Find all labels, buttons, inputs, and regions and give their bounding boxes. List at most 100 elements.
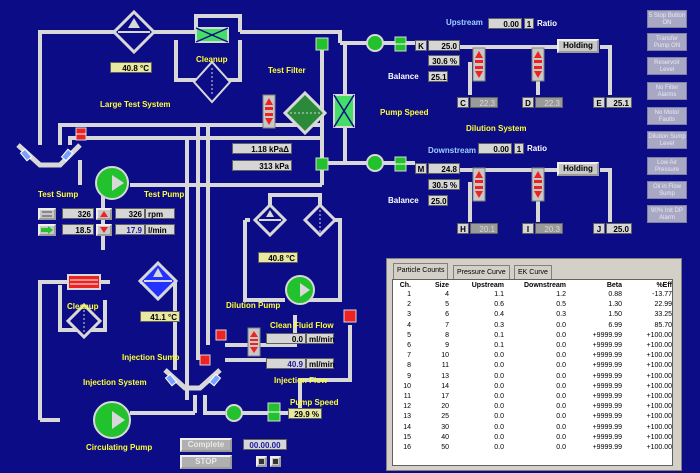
large-test-system-title: Large Test System bbox=[100, 100, 171, 109]
table-cell: 3 bbox=[407, 311, 411, 319]
flow-down-button[interactable] bbox=[96, 224, 112, 236]
stop-icon bbox=[42, 211, 52, 217]
run-arrow-icon bbox=[41, 226, 53, 234]
table-cell: 30 bbox=[441, 423, 449, 431]
injection-flow-unit: ml/min bbox=[306, 358, 335, 369]
flow-setpoint[interactable]: 18.5 bbox=[62, 224, 94, 235]
downstream-i-tag: I bbox=[522, 223, 534, 234]
pump-stop-button[interactable] bbox=[38, 208, 56, 220]
test-filter-icon bbox=[282, 90, 355, 136]
downstream-balance-value: 25.0 bbox=[428, 195, 448, 206]
injection-cleanup-label: Cleanup bbox=[67, 302, 99, 311]
downstream-pump-icon bbox=[366, 154, 384, 172]
table-cell: 0.0 bbox=[556, 372, 566, 380]
injection-heat-exchanger-icon bbox=[137, 260, 179, 302]
table-cell: +100.00 bbox=[646, 331, 673, 339]
table-cell: +9999.99 bbox=[592, 352, 622, 360]
table-cell: 0.6 bbox=[494, 301, 504, 309]
table-cell: 0.0 bbox=[556, 393, 566, 401]
table-cell: 0.0 bbox=[556, 444, 566, 452]
table-cell: +100.00 bbox=[646, 382, 673, 390]
downstream-ratio-value[interactable]: 0.00 bbox=[478, 143, 512, 154]
timer-pause-button[interactable] bbox=[270, 456, 281, 467]
heat-exchanger-icon bbox=[111, 9, 157, 55]
table-cell: 0.0 bbox=[494, 423, 504, 431]
table-cell: +9999.99 bbox=[592, 413, 622, 421]
table-cell: 0.0 bbox=[556, 352, 566, 360]
side-status-4[interactable]: No Motor Faults bbox=[647, 107, 687, 125]
flow-value: 17.9 bbox=[115, 224, 145, 235]
table-cell: 0.0 bbox=[556, 342, 566, 350]
valve-icons bbox=[75, 36, 407, 422]
downstream-h-value: 20.1 bbox=[470, 223, 498, 234]
table-cell: 14 bbox=[441, 382, 449, 390]
flow-unit: l/min bbox=[145, 224, 175, 235]
complete-button[interactable]: Complete bbox=[180, 438, 232, 452]
downstream-percent: 30.5 % bbox=[428, 179, 460, 190]
upstream-percent: 30.6 % bbox=[428, 55, 460, 66]
upstream-c-tag: C bbox=[457, 97, 469, 108]
injection-cleanup-icon bbox=[65, 274, 103, 340]
dilution-system-label: Dilution System bbox=[466, 124, 527, 133]
table-cell: 0.0 bbox=[494, 362, 504, 370]
tab-pressure-curve[interactable]: Pressure Curve bbox=[453, 265, 510, 279]
table-cell: 10 bbox=[441, 352, 449, 360]
cleanup-label: Cleanup bbox=[196, 55, 228, 64]
injection-flow-label: Injection Flow bbox=[274, 376, 328, 385]
upstream-pump-icon bbox=[366, 34, 384, 52]
upstream-ratio-label: Ratio bbox=[537, 19, 557, 28]
timer-display: 00.00.00 bbox=[243, 439, 287, 450]
side-status-3[interactable]: No Filter Alarms bbox=[647, 82, 687, 100]
stop-button[interactable]: STOP bbox=[180, 455, 232, 469]
rpm-value: 326 bbox=[115, 208, 145, 219]
pressure-delta-value: 1.18 kPaΔ bbox=[232, 143, 292, 154]
rpm-up-button[interactable] bbox=[96, 208, 112, 220]
side-status-6[interactable]: Low Air Pressure bbox=[647, 157, 687, 175]
table-cell: +9999.99 bbox=[592, 403, 622, 411]
table-cell: 22.99 bbox=[654, 301, 672, 309]
large-test-temperature: 40.8 °C bbox=[110, 62, 152, 73]
table-cell: 16 bbox=[403, 444, 411, 452]
tab-ek-curve[interactable]: EK Curve bbox=[514, 265, 552, 279]
side-status-7[interactable]: Oil in Flow Sump bbox=[647, 181, 687, 199]
upstream-holding-button[interactable]: Holding bbox=[557, 39, 599, 53]
table-cell: 13 bbox=[403, 413, 411, 421]
side-status-5[interactable]: Dilution Sump Level bbox=[647, 131, 687, 149]
table-cell: 8 bbox=[407, 362, 411, 370]
downstream-j-value: 25.0 bbox=[606, 223, 632, 234]
table-header-row: Ch. Size Upstream Downstream Beta %Eff bbox=[393, 280, 672, 290]
downstream-j-tag: J bbox=[593, 223, 605, 234]
table-cell: +100.00 bbox=[646, 433, 673, 441]
table-cell: +9999.99 bbox=[592, 444, 622, 452]
col-header-beta: Beta bbox=[606, 281, 622, 289]
particle-table: Ch. Size Upstream Downstream Beta %Eff 1… bbox=[392, 279, 673, 466]
table-cell: 0.4 bbox=[494, 311, 504, 319]
rpm-setpoint[interactable]: 326 bbox=[62, 208, 94, 219]
table-cell: 0.0 bbox=[494, 433, 504, 441]
downstream-holding-button[interactable]: Holding bbox=[557, 162, 599, 176]
table-cell: 0.0 bbox=[556, 331, 566, 339]
upstream-label: Upstream bbox=[446, 18, 483, 27]
dilution-filter-icon bbox=[252, 202, 338, 238]
downstream-m-tag: M bbox=[415, 163, 427, 174]
tab-particle-counts[interactable]: Particle Counts bbox=[393, 263, 449, 279]
table-cell: 0.0 bbox=[556, 321, 566, 329]
pump-run-button[interactable] bbox=[38, 224, 56, 236]
side-status-8[interactable]: 90% Init DP Alarm bbox=[647, 205, 687, 223]
side-status-1[interactable]: Transfer Pump ON bbox=[647, 33, 687, 51]
upstream-e-value: 25.1 bbox=[606, 97, 632, 108]
side-status-2[interactable]: Reservoir Level bbox=[647, 57, 687, 75]
upstream-ratio-value[interactable]: 0.00 bbox=[488, 18, 522, 29]
table-cell: 13 bbox=[441, 372, 449, 380]
side-status-0[interactable]: 5 Stop Button ON bbox=[647, 10, 687, 28]
table-cell: +100.00 bbox=[646, 403, 673, 411]
timer-reset-button[interactable] bbox=[256, 456, 267, 467]
table-cell: 33.25 bbox=[654, 311, 672, 319]
table-cell: 0.0 bbox=[494, 393, 504, 401]
dilution-temperature: 40.8 °C bbox=[258, 252, 298, 263]
